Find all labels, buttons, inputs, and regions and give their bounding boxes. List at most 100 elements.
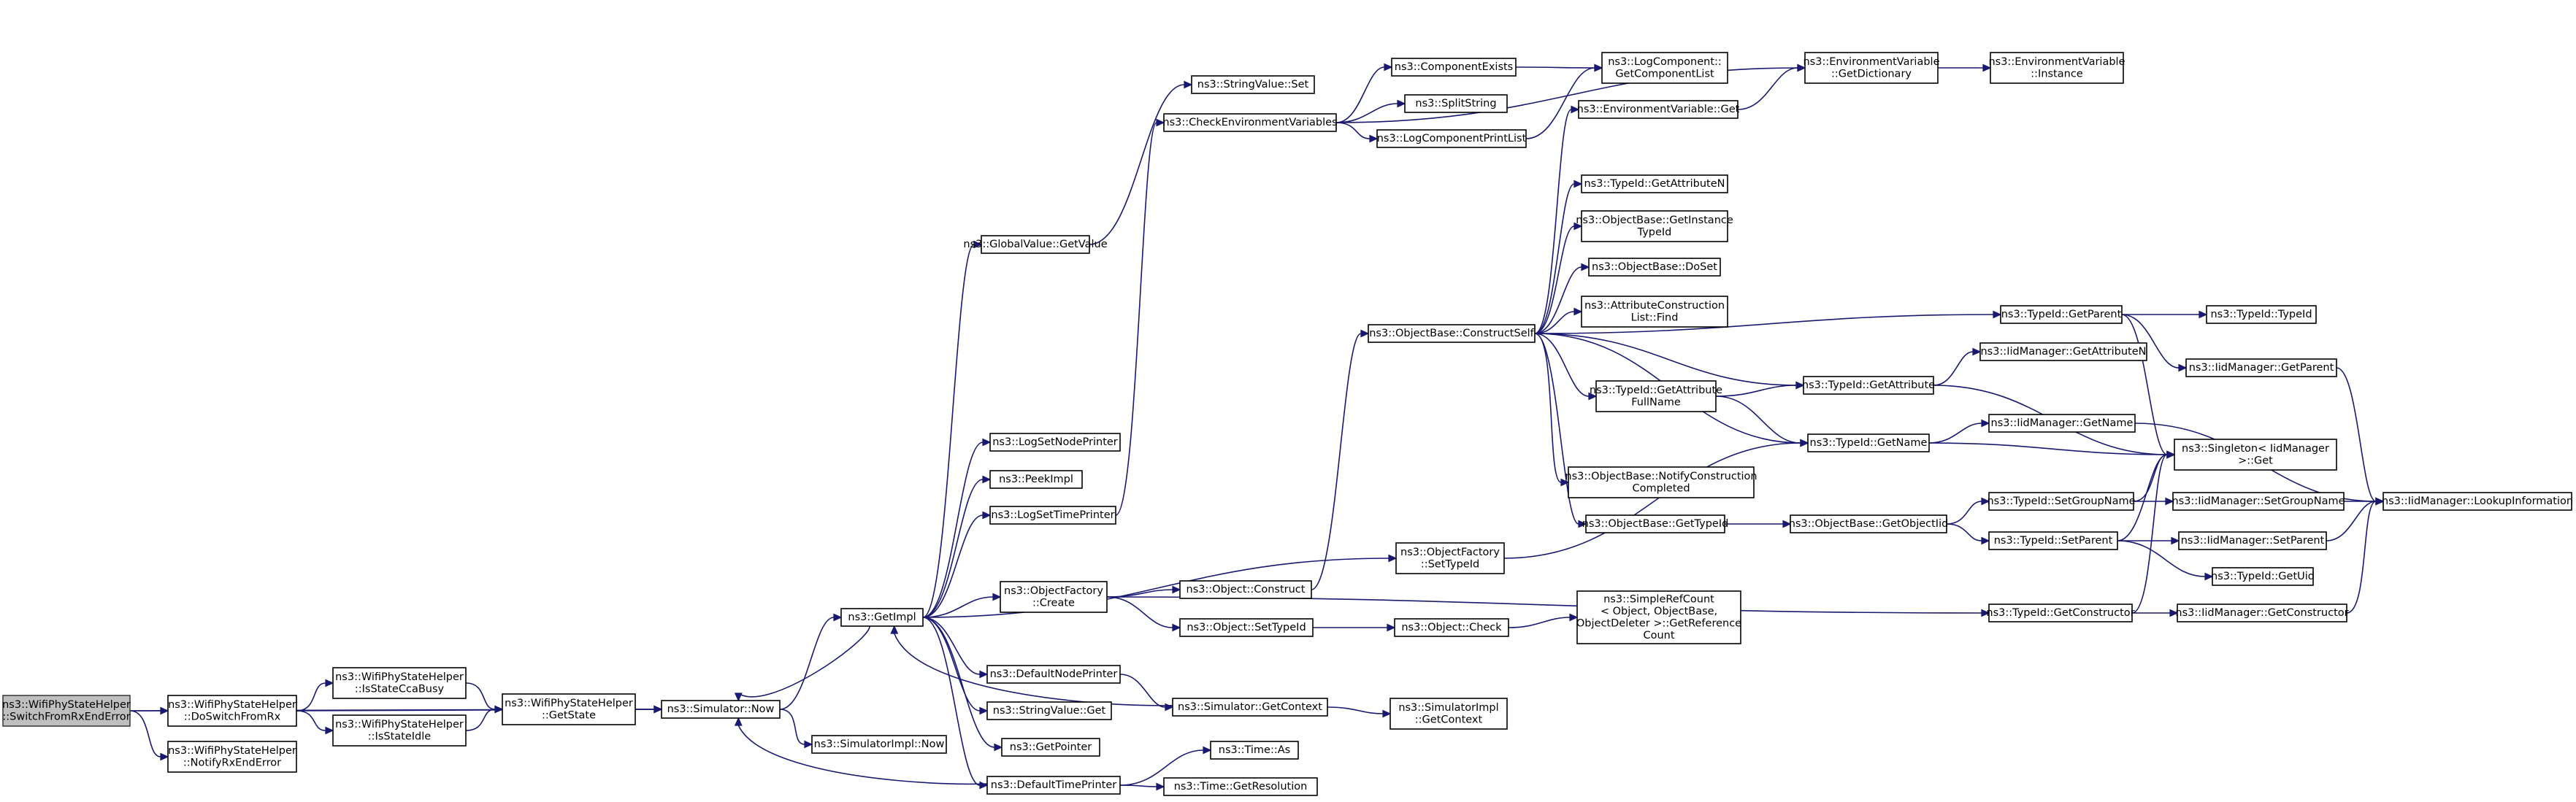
edge-arrowhead (1573, 307, 1583, 316)
node-iidgetparent[interactable]: ns3::IidManager::GetParent (2185, 358, 2337, 377)
node-logcomplist[interactable]: ns3::LogComponent::GetComponentList (1601, 52, 1728, 84)
node-checkenv[interactable]: ns3::CheckEnvironmentVariables (1162, 113, 1338, 132)
node-defnodeprinter[interactable]: ns3::DefaultNodePrinter (986, 665, 1121, 684)
node-label: ::DoSwitchFromRx (184, 711, 281, 722)
edge-arrowhead (1588, 392, 1598, 401)
edge-getimpl-to-deftimeprinter (922, 617, 989, 790)
edge-checkenv-to-compexists (1335, 63, 1393, 123)
node-implnow[interactable]: ns3::SimulatorImpl::Now (811, 735, 947, 754)
edge-logprintlist-to-logcomplist (1525, 63, 1603, 139)
node-singletonget[interactable]: ns3::Singleton< IidManager>::Get (2174, 439, 2337, 471)
edge-arrowhead (979, 670, 989, 679)
node-timegetres[interactable]: ns3::Time::GetResolution (1163, 777, 1318, 796)
node-ccabusy[interactable]: ns3::WifiPhyStateHelper::IsStateCcaBusy (332, 667, 467, 699)
edge-arrowhead (1573, 222, 1583, 231)
node-constructself[interactable]: ns3::ObjectBase::ConstructSelf (1368, 324, 1536, 343)
node-timeas[interactable]: ns3::Time::As (1210, 741, 1299, 760)
node-tidgetuid[interactable]: ns3::TypeId::GetUid (2211, 567, 2315, 586)
node-doswitch[interactable]: ns3::WifiPhyStateHelper::DoSwitchFromRx (167, 695, 297, 727)
node-getpointer[interactable]: ns3::GetPointer (1001, 738, 1100, 757)
node-compexists[interactable]: ns3::ComponentExists (1391, 58, 1517, 77)
node-envget[interactable]: ns3::EnvironmentVariable::Get (1577, 100, 1740, 119)
node-label: ns3::WifiPhyStateHelper (335, 671, 464, 683)
edge-arrowhead (1397, 99, 1406, 108)
node-label: ns3::ObjectBase::GetTypeId (1582, 518, 1729, 530)
edge-doswitch-to-ccabusy (296, 679, 334, 712)
node-iidlookup[interactable]: ns3::IidManager::LookupInformation (2382, 492, 2573, 511)
node-label: ns3::StringValue::Get (993, 705, 1106, 717)
node-logprintlist[interactable]: ns3::LogComponentPrintList (1376, 129, 1527, 148)
edge-arrowhead (982, 475, 992, 484)
node-box (1979, 342, 2147, 361)
node-deftimeprinter[interactable]: ns3::DefaultTimePrinter (986, 776, 1121, 795)
node-iidsetgroupname[interactable]: ns3::IidManager::SetGroupName (2171, 492, 2345, 511)
node-envgetdict[interactable]: ns3::EnvironmentVariable::GetDictionary (1803, 52, 1940, 84)
node-obgetobjectiid[interactable]: ns3::ObjectBase::GetObjectIid (1789, 514, 1949, 533)
node-tidgetattr[interactable]: ns3::TypeId::GetAttribute (1802, 376, 1935, 395)
edge-tidgetattrfull-to-tidgetattr (1715, 381, 1805, 397)
node-notifyrx[interactable]: ns3::WifiPhyStateHelper::NotifyRxEndErro… (167, 741, 297, 773)
edge-line (1946, 501, 1982, 525)
node-label: ns3::TypeId::GetUid (2211, 571, 2315, 582)
edge-arrowhead (973, 240, 983, 249)
node-simplerefcount[interactable]: ns3::SimpleRefCount< Object, ObjectBase,… (1576, 590, 1741, 644)
edge-arrowhead (1156, 118, 1165, 127)
node-iidgetname[interactable]: ns3::IidManager::GetName (1988, 414, 2136, 433)
node-box (1581, 174, 1728, 193)
node-objsettypeid[interactable]: ns3::Object::SetTypeId (1179, 618, 1314, 637)
node-getstate[interactable]: ns3::WifiPhyStateHelper::GetState (502, 693, 636, 725)
node-box (1394, 618, 1509, 637)
node-obdoset[interactable]: ns3::ObjectBase::DoSet (1588, 258, 1721, 277)
edge-checkenv-to-splitstring (1335, 99, 1406, 123)
edge-line (922, 596, 994, 618)
node-tidgetconstructor[interactable]: ns3::TypeId::GetConstructor (1986, 604, 2135, 622)
edge-arrowhead (1369, 134, 1379, 143)
node-getimpl[interactable]: ns3::GetImpl (840, 608, 924, 627)
node-iidgetconstructor[interactable]: ns3::IidManager::GetConstructor (2175, 604, 2349, 622)
node-envinstance[interactable]: ns3::EnvironmentVariable::Instance (1988, 52, 2125, 84)
edge-line (1515, 66, 1595, 69)
node-label: ::Instance (2031, 68, 2083, 80)
node-lognodeprinter[interactable]: ns3::LogSetNodePrinter (989, 433, 1121, 452)
edge-arrowhead (1981, 536, 1990, 545)
node-ofcreate[interactable]: ns3::ObjectFactory::Create (1000, 581, 1108, 613)
node-iidgetattrn[interactable]: ns3::IidManager::GetAttributeN (1979, 342, 2147, 361)
node-root[interactable]: ns3::WifiPhyStateHelper::SwitchFromRxEnd… (2, 695, 131, 727)
node-box (167, 695, 297, 727)
node-box (1803, 376, 1934, 395)
node-peekimpl[interactable]: ns3::PeekImpl (989, 470, 1083, 489)
node-iidsetparent[interactable]: ns3::IidManager::SetParent (2178, 531, 2327, 550)
edge-line (1534, 314, 1994, 334)
node-obgettypeid[interactable]: ns3::ObjectBase::GetTypeId (1582, 514, 1729, 533)
node-tidsetparent[interactable]: ns3::TypeId::SetParent (1988, 531, 2118, 550)
node-tidgetname[interactable]: ns3::TypeId::GetName (1807, 433, 1930, 452)
edge-line (1534, 183, 1575, 334)
node-obnotify[interactable]: ns3::ObjectBase::NotifyConstructionCompl… (1565, 466, 1757, 498)
node-globalvalue[interactable]: ns3::GlobalValue::GetValue (963, 235, 1108, 254)
node-stringget[interactable]: ns3::StringValue::Get (986, 701, 1112, 720)
edge-deftimeprinter-to-timeas (1119, 746, 1212, 786)
node-box (1988, 531, 2118, 550)
node-tidtypeid[interactable]: ns3::TypeId::TypeId (2206, 305, 2317, 324)
edge-getimpl-to-getpointer (922, 617, 1003, 752)
node-tidgetparent[interactable]: ns3::TypeId::GetParent (2000, 305, 2123, 324)
node-objconstruct[interactable]: ns3::Object::Construct (1179, 580, 1312, 599)
node-stringset[interactable]: ns3::StringValue::Set (1191, 75, 1315, 94)
node-implgetcontext[interactable]: ns3::SimulatorImpl::GetContext (1389, 698, 1508, 730)
node-box (2178, 531, 2327, 550)
node-objcheck[interactable]: ns3::Object::Check (1394, 618, 1509, 637)
node-logtimeprinter[interactable]: ns3::LogSetTimePrinter (989, 506, 1116, 525)
node-idle[interactable]: ns3::WifiPhyStateHelper::IsStateIdle (332, 714, 467, 747)
node-tidgetattrn[interactable]: ns3::TypeId::GetAttributeN (1581, 174, 1728, 193)
node-box (1000, 581, 1108, 613)
node-simgetcontext[interactable]: ns3::Simulator::GetContext (1172, 698, 1328, 717)
node-ofsettypeid[interactable]: ns3::ObjectFactory::SetTypeId (1395, 542, 1505, 574)
edge-compexists-to-logcomplist (1515, 63, 1603, 72)
node-splitstring[interactable]: ns3::SplitString (1404, 94, 1508, 113)
node-tidsetgroupname[interactable]: ns3::TypeId::SetGroupName (1987, 492, 2136, 511)
edge-arrowhead (1384, 63, 1393, 72)
node-simnow[interactable]: ns3::Simulator::Now (661, 700, 781, 719)
